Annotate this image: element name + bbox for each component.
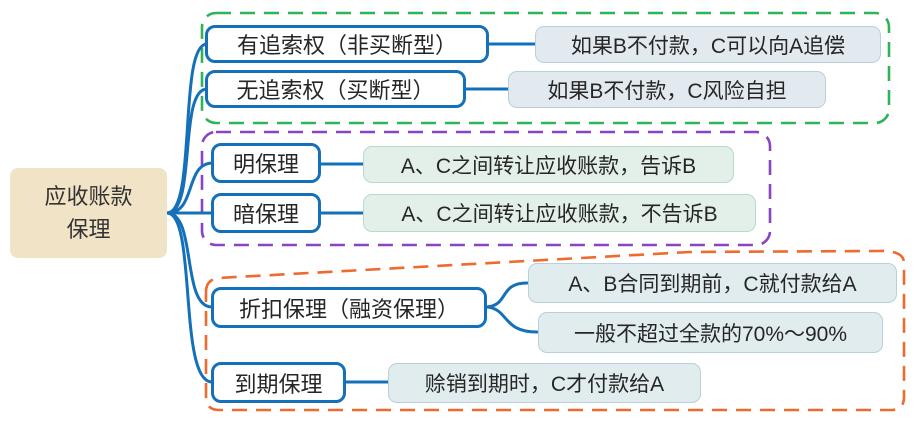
- leaf-note-undisclosed: A、C之间转让应收账款，不告诉B: [363, 194, 756, 232]
- branch-node-nonrecourse: 无追索权（买断型）: [205, 70, 466, 108]
- leaf-note-disclosed: A、C之间转让应收账款，告诉B: [363, 146, 734, 183]
- connector-discount-note-2: [485, 305, 539, 334]
- recourse-group-outline: [200, 11, 891, 125]
- branch-node-discount: 折扣保理（融资保理）: [211, 287, 487, 328]
- connector-discount-note-1: [485, 281, 529, 309]
- leaf-note-maturity: 赊销到期时，C才付款给A: [388, 363, 701, 403]
- branch-node-disclosed: 明保理: [211, 143, 321, 183]
- root-branch-curves: [165, 42, 215, 384]
- note-connectors: [319, 42, 539, 384]
- curve-to-disclosed: [165, 161, 215, 215]
- disclosure-group-outline: [200, 130, 772, 247]
- branch-node-recourse: 有追索权（非买断型）: [205, 25, 489, 63]
- timing-group-outline: [204, 249, 906, 412]
- root-node: 应收账款 保理: [10, 168, 167, 258]
- leaf-note-discount-1: A、B合同到期前，C就付款给A: [528, 263, 897, 303]
- leaf-note-recourse: 如果B不付款，C可以向A追偿: [535, 26, 881, 63]
- curve-to-nonrecourse: [165, 87, 209, 215]
- leaf-note-discount-2: 一般不超过全款的70%～90%: [538, 312, 883, 353]
- leaf-note-nonrecourse: 如果B不付款，C风险自担: [508, 71, 826, 108]
- branch-node-undisclosed: 暗保理: [211, 193, 321, 233]
- branch-node-maturity: 到期保理: [211, 362, 346, 403]
- curve-to-maturity: [165, 211, 214, 384]
